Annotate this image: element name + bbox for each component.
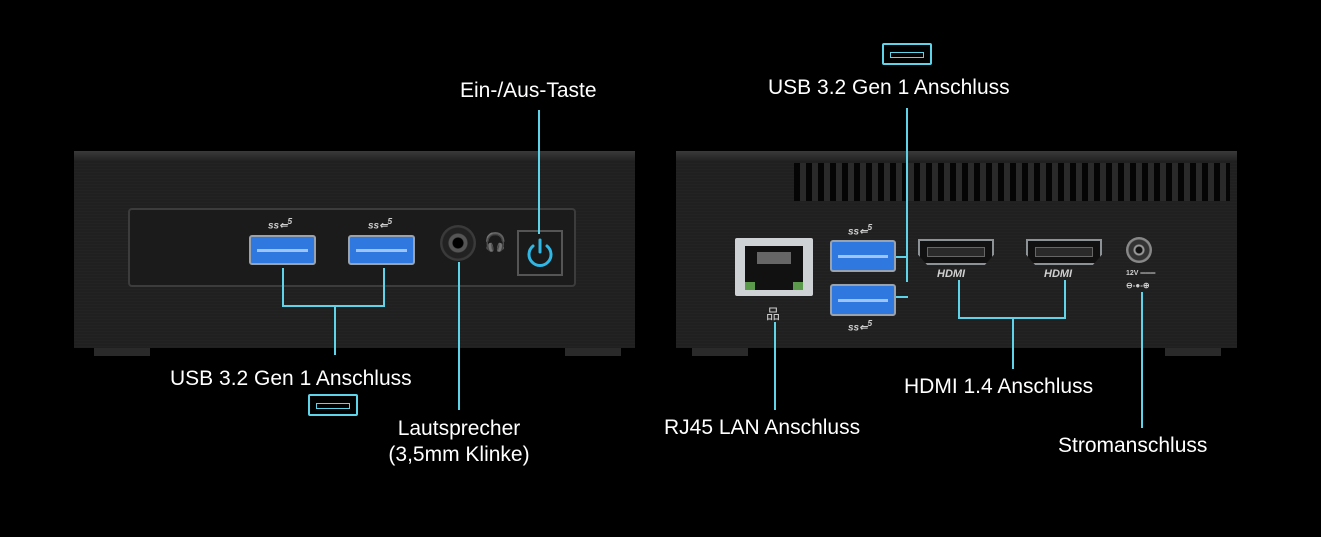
speaker-label: Lautsprecher (3,5mm Klinke) bbox=[378, 416, 540, 468]
callout-line-front-usb-2 bbox=[383, 268, 385, 306]
front-usb-2-logo: ss⇐5 bbox=[368, 216, 393, 232]
callout-line-front-usb-1 bbox=[282, 268, 284, 306]
speaker-label-line1: Lautsprecher bbox=[397, 417, 521, 440]
usb-port-icon bbox=[308, 394, 358, 416]
callout-line-hdmi-2 bbox=[1064, 280, 1066, 318]
dc-polarity-marking: ⊖-●-⊕ bbox=[1126, 281, 1150, 290]
rear-usb-2-logo: ss⇐5 bbox=[848, 318, 873, 334]
rear-usb-port-1 bbox=[830, 240, 896, 272]
hdmi-label: HDMI 1.4 Anschluss bbox=[904, 375, 1094, 398]
callout-line-front-usb-stem bbox=[334, 305, 336, 355]
power-jack-label: Stromanschluss bbox=[1058, 434, 1208, 457]
hdmi-port-1 bbox=[918, 239, 994, 265]
rear-usb-port-2 bbox=[830, 284, 896, 316]
rear-foot-right bbox=[1165, 348, 1221, 356]
callout-line-lan bbox=[774, 322, 776, 410]
front-usb-port-2 bbox=[348, 235, 415, 265]
rj45-port bbox=[735, 238, 813, 296]
lan-label: RJ45 LAN Anschluss bbox=[664, 416, 861, 439]
front-foot-left bbox=[94, 348, 150, 356]
headphone-icon: 🎧 bbox=[484, 232, 507, 252]
callout-line-rear-usb-vertical bbox=[906, 108, 908, 282]
callout-line-rear-usb-top bbox=[896, 256, 908, 258]
front-usb-port-1 bbox=[249, 235, 316, 265]
callout-line-power-jack bbox=[1141, 292, 1143, 428]
rear-foot-left bbox=[692, 348, 748, 356]
hdmi-2-logo: HDMI bbox=[1044, 268, 1073, 280]
audio-jack bbox=[440, 225, 476, 261]
network-icon: 品 bbox=[766, 306, 780, 322]
front-usb-label: USB 3.2 Gen 1 Anschluss bbox=[170, 367, 412, 390]
hdmi-port-2 bbox=[1026, 239, 1102, 265]
callout-line-front-usb-bar bbox=[282, 305, 385, 307]
front-foot-right bbox=[565, 348, 621, 356]
callout-line-speaker bbox=[458, 262, 460, 410]
callout-line-rear-usb-bottom bbox=[896, 296, 908, 298]
callout-line-power bbox=[538, 110, 540, 234]
usb-port-icon bbox=[882, 43, 932, 65]
dc-power-jack bbox=[1126, 237, 1152, 263]
power-icon bbox=[527, 238, 553, 267]
hdmi-1-logo: HDMI bbox=[937, 268, 966, 280]
rear-usb-1-logo: ss⇐5 bbox=[848, 222, 873, 238]
speaker-label-line2: (3,5mm Klinke) bbox=[388, 443, 530, 466]
front-usb-1-logo: ss⇐5 bbox=[268, 216, 293, 232]
callout-line-hdmi-stem bbox=[1012, 317, 1014, 369]
dc-voltage-marking: 12V ═══ bbox=[1126, 270, 1156, 277]
rear-usb-label: USB 3.2 Gen 1 Anschluss bbox=[768, 76, 1010, 99]
callout-line-hdmi-1 bbox=[958, 280, 960, 318]
power-button-label: Ein-/Aus-Taste bbox=[460, 79, 597, 102]
vent-grille bbox=[794, 163, 1230, 201]
power-button bbox=[517, 230, 563, 276]
